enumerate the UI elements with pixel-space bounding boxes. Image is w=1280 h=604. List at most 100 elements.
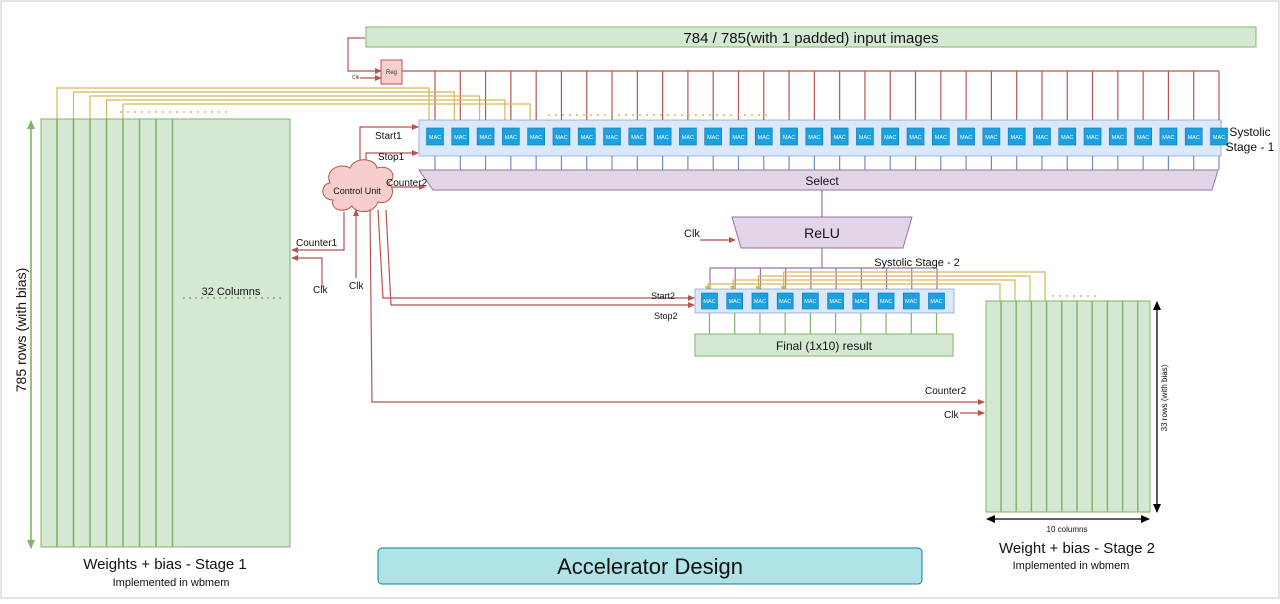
stage1-mac <box>704 127 722 146</box>
stage2-mac-label: MAC <box>729 299 741 305</box>
register-label: Reg <box>386 70 397 76</box>
control-unit-clk-label: Clk <box>349 281 364 292</box>
weights-stage2-counter-label: Counter2 <box>925 386 967 397</box>
weights-stage1-subtitle: Implemented in wbmem <box>113 577 230 589</box>
register-input-wire <box>347 37 382 74</box>
weights-stage2-columns <box>1000 301 1139 512</box>
stage1-mac-label: MAC <box>884 135 896 141</box>
weights-stage1-columns-label: 32 Columns <box>202 286 261 298</box>
stage1-mac-label: MAC <box>935 135 947 141</box>
stage2-mac-label: MAC <box>880 299 892 305</box>
weights-stage1-clk-label: Clk <box>313 285 328 296</box>
stage1-mac <box>1109 127 1127 146</box>
input-banner-label: 784 / 785(with 1 padded) input images <box>683 30 938 47</box>
stage1-mac <box>502 127 520 146</box>
stage1-label-line1: Systolic <box>1229 125 1270 139</box>
stage1-mac <box>476 127 495 146</box>
stage2-weight-feed-wire <box>780 271 1046 301</box>
stage1-mac-label: MAC <box>808 135 820 141</box>
stage1-mac-label: MAC <box>530 135 542 141</box>
page-title: Accelerator Design <box>557 554 743 579</box>
stage1-mac-label: MAC <box>834 135 846 141</box>
stage1-mac <box>679 127 697 146</box>
stage1-mac <box>653 127 672 146</box>
stage1-mac <box>957 127 975 146</box>
weights-stage2-subtitle: Implemented in wbmem <box>1013 560 1130 572</box>
counter1-label: Counter1 <box>296 238 338 249</box>
weights-stage1-columns <box>56 119 283 547</box>
stage1-mac <box>1033 127 1051 146</box>
stop2-wire <box>385 209 695 308</box>
stage1-mac <box>754 127 773 146</box>
stage1-mac-label: MAC <box>479 135 491 141</box>
weights1-clk-wire <box>291 255 323 287</box>
weights-stage2-columns-label: 10 columns <box>1047 525 1088 534</box>
stage1-mac <box>1184 127 1203 146</box>
stage1-mac <box>780 127 798 146</box>
stage1-mac-label: MAC <box>960 135 972 141</box>
stage2-mac-label: MAC <box>754 299 766 305</box>
start2-wire <box>377 209 695 301</box>
stage1-mac <box>1007 127 1026 146</box>
stage2-label: Systolic Stage - 2 <box>874 257 960 269</box>
stage1-mac-label: MAC <box>859 135 871 141</box>
stage2-mac-label: MAC <box>855 299 867 305</box>
wire-layer <box>27 37 1222 549</box>
weights-stage1-block <box>40 118 291 548</box>
stage1-mac <box>1083 127 1102 146</box>
weights-stage1-title: Weights + bias - Stage 1 <box>83 556 247 573</box>
weights-stage2-title: Weight + bias - Stage 2 <box>999 540 1155 557</box>
stage1-mac-label: MAC <box>909 135 921 141</box>
stage2-mac <box>852 292 870 310</box>
stage2-mac <box>827 292 844 310</box>
register-block <box>380 59 403 85</box>
start1-label: Start1 <box>375 131 402 142</box>
stage1-mac-label: MAC <box>1162 135 1174 141</box>
stage2-mac <box>928 292 945 310</box>
stage1-mac <box>1134 127 1152 146</box>
final-result-box <box>694 333 954 357</box>
stage1-mac-label: MAC <box>707 135 719 141</box>
stage2-mac <box>877 292 895 310</box>
stage2-weight-feed-wire <box>755 275 1031 301</box>
stage1-label-line2: Stage - 1 <box>1226 140 1275 154</box>
stage2-mac-label: MAC <box>804 299 816 305</box>
select-label: Select <box>805 174 839 188</box>
stage1-mac-label: MAC <box>1137 135 1149 141</box>
stage2-mac <box>751 292 769 310</box>
start1-wire <box>359 124 419 165</box>
stage1-mac <box>856 127 874 146</box>
register-clk-label: Clk <box>352 75 360 81</box>
stage2-mac-label: MAC <box>930 299 942 305</box>
counter2-weights-wire <box>369 209 985 405</box>
weights-stage2-clk-label: Clk <box>944 410 959 421</box>
counter1-wire <box>291 212 345 253</box>
relu-label: ReLU <box>804 225 840 241</box>
stage1-mac <box>451 127 470 146</box>
stage1-mac <box>906 127 925 146</box>
stage1-mac-label: MAC <box>1086 135 1098 141</box>
stage2-mac <box>726 292 744 310</box>
weight-feed-wire <box>72 91 458 128</box>
stage1-mac-label: MAC <box>581 135 593 141</box>
stage1-mac-group: MAC MAC MAC MAC MAC MAC MAC MAC MAC MAC MAC MAC MAC M… <box>426 127 1228 146</box>
stage1-mac-label: MAC <box>1213 135 1225 141</box>
stage2-mac <box>701 292 718 310</box>
stage2-weight-feed-wire <box>705 283 1001 301</box>
stage1-mac <box>729 127 748 146</box>
stage1-mac-label: MAC <box>454 135 466 141</box>
stage2-mac-label: MAC <box>829 299 841 305</box>
stage1-mac-label: MAC <box>1036 135 1048 141</box>
weight-feed-wire <box>122 103 534 128</box>
select-block <box>418 169 1219 191</box>
stage1-mac-label: MAC <box>985 135 997 141</box>
stage1-mac-label: MAC <box>783 135 795 141</box>
stage1-mac <box>426 127 444 146</box>
stage1-mac-label: MAC <box>555 135 567 141</box>
stage1-mac <box>603 127 621 146</box>
stage2-mac <box>902 292 920 310</box>
stage1-mac <box>982 127 1001 146</box>
stage1-mac-label: MAC <box>732 135 744 141</box>
stage1-mac-label: MAC <box>1188 135 1200 141</box>
